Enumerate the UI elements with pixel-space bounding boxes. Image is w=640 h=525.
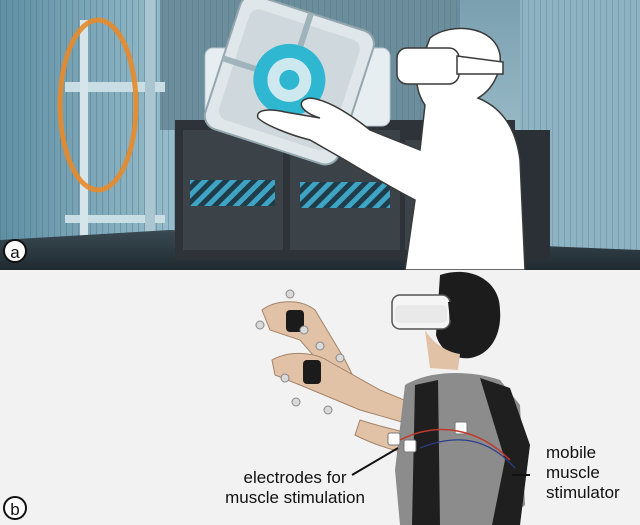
tracking-markers-icon	[255, 289, 345, 415]
stimulator-annotation-line-1: mobile	[546, 443, 597, 462]
user-silhouette-icon	[256, 27, 526, 270]
stimulator-annotation-line-3: stimulator	[546, 483, 620, 502]
electrodes-pointer-line	[351, 447, 399, 476]
panel-a-vr-scene: a	[0, 0, 640, 270]
stimulator-annotation: mobile muscle stimulator	[546, 443, 640, 503]
stimulator-annotation-line-2: muscle	[546, 463, 600, 482]
vr-headset-icon	[396, 47, 504, 85]
panel-b-photo: b	[0, 270, 640, 525]
electrodes-annotation-line-1: electrodes for	[243, 468, 347, 487]
electrodes-annotation-line-2: muscle stimulation	[225, 488, 365, 507]
panel-b-badge: b	[3, 496, 27, 520]
panel-a-badge: a	[3, 239, 27, 263]
electrodes-annotation: electrodes for muscle stimulation	[210, 468, 380, 508]
vr-scene-image	[0, 0, 640, 270]
portal-ring-icon	[57, 17, 139, 193]
user-photo-image	[0, 270, 640, 525]
vr-headset-icon	[391, 294, 492, 330]
